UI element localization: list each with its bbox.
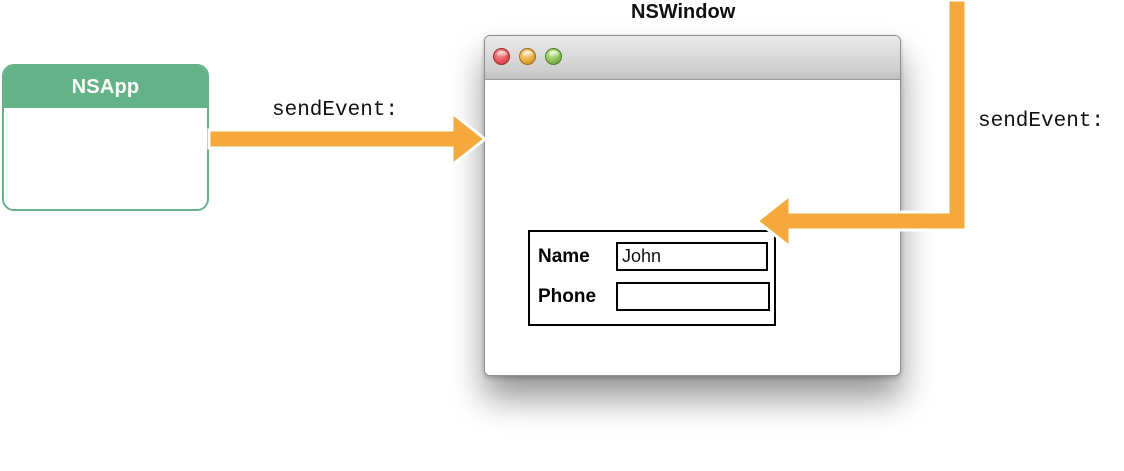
minimize-button-icon[interactable] [519,48,536,65]
form-row-name: Name John [538,242,768,271]
nsapp-body [4,108,207,209]
phone-input[interactable] [616,282,770,311]
form-box: Name John Phone [528,230,776,326]
close-button-icon[interactable] [493,48,510,65]
name-label: Name [538,245,590,267]
traffic-lights [493,48,562,65]
nswindow-window: Name John Phone [484,35,901,376]
form-row-phone: Phone [538,282,770,311]
nsapp-title: NSApp [4,66,207,108]
phone-label: Phone [538,285,597,307]
window-titlebar [485,36,900,80]
sendevent-label-left: sendEvent: [272,99,399,122]
window-content: Name John Phone [485,80,900,375]
zoom-button-icon[interactable] [545,48,562,65]
name-input[interactable]: John [616,242,768,271]
sendevent-label-right: sendEvent: [978,110,1105,133]
nsapp-box: NSApp [2,64,209,211]
nswindow-label: NSWindow [631,1,736,23]
